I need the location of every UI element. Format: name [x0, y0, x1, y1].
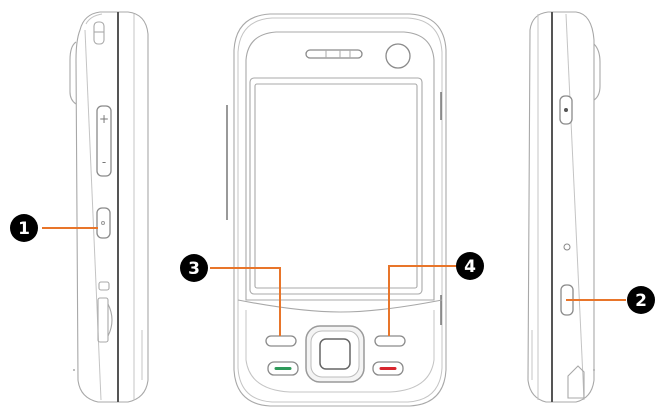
- svg-text:4: 4: [464, 257, 476, 277]
- callout-marker-3: 3: [180, 254, 208, 282]
- leader-line-3: [210, 267, 281, 336]
- right-soft-key: [374, 335, 406, 347]
- callout-marker-4: 4: [456, 252, 484, 280]
- left-side-view: + -: [69, 11, 149, 403]
- button-dot-icon: [101, 221, 105, 225]
- left-side-button: [96, 207, 111, 239]
- front-view: [226, 13, 447, 407]
- callout-marker-2: 2: [627, 286, 655, 314]
- volume-down-symbol: -: [102, 155, 106, 169]
- right-side-view: [527, 11, 601, 403]
- callout-marker-1: 1: [10, 214, 38, 242]
- center-select-key: [319, 338, 351, 370]
- earpiece-speaker: [305, 49, 363, 59]
- left-soft-key: [265, 335, 297, 347]
- front-camera-icon: [385, 43, 411, 69]
- svg-text:2: 2: [635, 291, 647, 311]
- card-slot: [97, 297, 109, 343]
- volume-rocker: [96, 105, 112, 177]
- callout-leaders: [42, 227, 626, 336]
- leader-line-4: [388, 265, 456, 336]
- screen-frame: [249, 77, 423, 295]
- svg-text:3: 3: [188, 259, 200, 279]
- stylus-icon: [93, 21, 105, 45]
- volume-up-symbol: +: [99, 112, 109, 126]
- camera-key-icon: [98, 281, 110, 291]
- microphone-hole: [563, 243, 571, 251]
- screen: [254, 83, 418, 289]
- strap-holder: [567, 365, 585, 399]
- svg-text:1: 1: [18, 219, 30, 239]
